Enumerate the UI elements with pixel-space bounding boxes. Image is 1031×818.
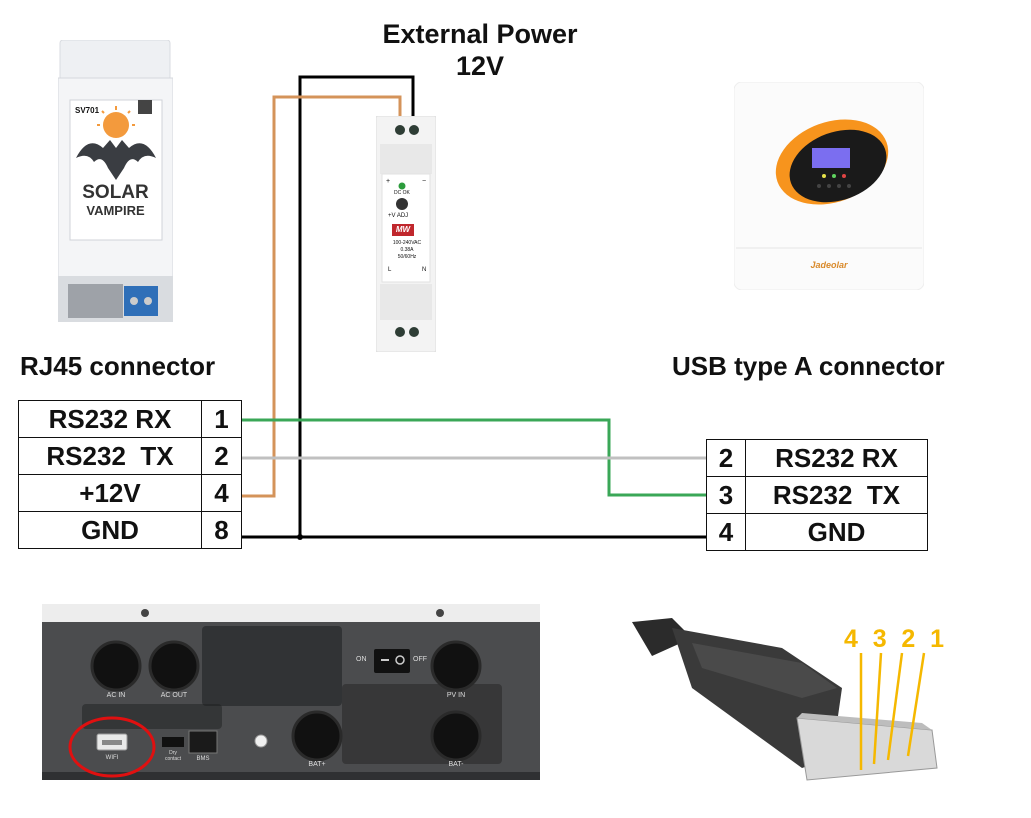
usb-plug-image [632, 618, 938, 781]
solar-vampire-model: SV701 [75, 106, 100, 115]
vent-grid [82, 626, 502, 764]
solar-vampire-name-line1: SOLAR [82, 182, 149, 203]
ground-terminal-icon [254, 734, 268, 748]
rj45-signal: GND [18, 511, 202, 549]
inverter-front-image [733, 81, 925, 291]
psu-adj: +V ADJ [388, 213, 409, 219]
usb-pin: 3 [706, 476, 746, 514]
usb-signal: RS232 TX [745, 476, 928, 514]
qr-code-icon [138, 100, 152, 114]
lcd-screen [812, 148, 850, 168]
ac-out-gland-icon [148, 640, 200, 692]
sun-icon [103, 112, 129, 138]
switch-off-label: OFF [413, 656, 427, 663]
port-label-pv-in: PV IN [446, 692, 466, 699]
voltage-adjust-knob-icon [396, 198, 408, 210]
inverter-rear-image [42, 604, 540, 780]
usb-plug: 4 3 2 1 [632, 608, 944, 788]
usb-pin-number: 1 [930, 625, 944, 653]
solar-vampire-name-line2: VAMPIRE [86, 203, 145, 218]
psu-n: N [422, 267, 427, 273]
rj45-title: RJ45 connector [20, 351, 216, 381]
rj45-pin: 1 [201, 400, 242, 438]
psu-l: L [388, 267, 392, 273]
rj45-pin: 8 [201, 511, 242, 549]
psu-rating-2: 0.38A [400, 247, 414, 253]
pv-in-gland-icon [430, 640, 482, 692]
usb-pin: 2 [706, 439, 746, 477]
power-switch [374, 649, 410, 673]
usb-pin-callouts [859, 652, 926, 770]
highlight-circle [68, 716, 156, 778]
bat-plus-gland-icon [291, 710, 343, 762]
solar-vampire-image [57, 39, 174, 322]
usb-pin-number: 2 [901, 625, 916, 653]
gnd-junction [297, 534, 303, 540]
port-label-bat-minus: BAT- [448, 761, 464, 768]
external-power-title-line2: 12V [455, 51, 505, 81]
external-power-title: External Power 12V [350, 18, 610, 82]
usb-title: USB type A connector [672, 351, 945, 381]
power-supply-image [375, 115, 437, 353]
usb-pin-number: 3 [872, 625, 887, 653]
switch-on-label: ON [356, 656, 367, 663]
psu-rating-1: 100-240VAC [392, 240, 422, 246]
rj45-pin: 2 [201, 437, 242, 475]
usb-pin-numbers: 4 3 2 1 [844, 625, 944, 654]
ac-in-gland-icon [90, 640, 142, 692]
psu-dc-ok: DC OK [394, 190, 410, 196]
dry-contact-line2: contact [164, 756, 182, 762]
psu-plus: + [386, 178, 391, 185]
port-label-ac-out: AC OUT [160, 692, 188, 699]
dry-contact-icon [162, 737, 184, 747]
dc-ok-led-icon [398, 182, 406, 190]
inverter-front-device: Jadeolar [733, 81, 925, 291]
bat-icon [76, 140, 156, 180]
plus12v-wire [242, 95, 402, 498]
psu-rating-3: 50/60Hz [397, 254, 417, 260]
solar-vampire-device: SV701 SOLAR VAMPIRE [57, 39, 174, 322]
wifi-label: WIFI [105, 755, 119, 761]
bms-label: BMS [196, 756, 210, 762]
usb-pin-number: 4 [844, 625, 858, 653]
rj45-signal: RS232 RX [18, 400, 202, 438]
dry-contact-label: Dry contact [156, 750, 190, 762]
mw-logo [392, 224, 414, 236]
rj45-signal: +12V [18, 474, 202, 512]
inverter-rear-panel: AC IN AC OUT PV IN BAT+ BAT- ON OFF WIFI… [42, 604, 540, 780]
psu-brand: MW [395, 225, 411, 234]
external-power-title-line1: External Power [382, 19, 578, 49]
rj45-pin: 4 [201, 474, 242, 512]
port-label-ac-in: AC IN [106, 692, 126, 699]
power-supply-device: + − DC OK +V ADJ MW 100-240VAC 0.38A 50/… [375, 115, 437, 353]
rj45-signal: RS232 TX [18, 437, 202, 475]
gnd-wire [298, 75, 415, 537]
bms-port-icon [188, 730, 218, 754]
dry-contact-line1: Dry [169, 750, 177, 756]
psu-minus: − [422, 178, 427, 185]
usb-signal: GND [745, 513, 928, 551]
port-label-bat-plus: BAT+ [308, 761, 326, 768]
psu-rating: 100-240VAC 0.38A 50/60Hz [384, 240, 430, 261]
usb-signal: RS232 RX [745, 439, 928, 477]
inverter-brand: Jadeolar [810, 260, 848, 270]
bat-minus-gland-icon [430, 710, 482, 762]
usb-pin: 4 [706, 513, 746, 551]
